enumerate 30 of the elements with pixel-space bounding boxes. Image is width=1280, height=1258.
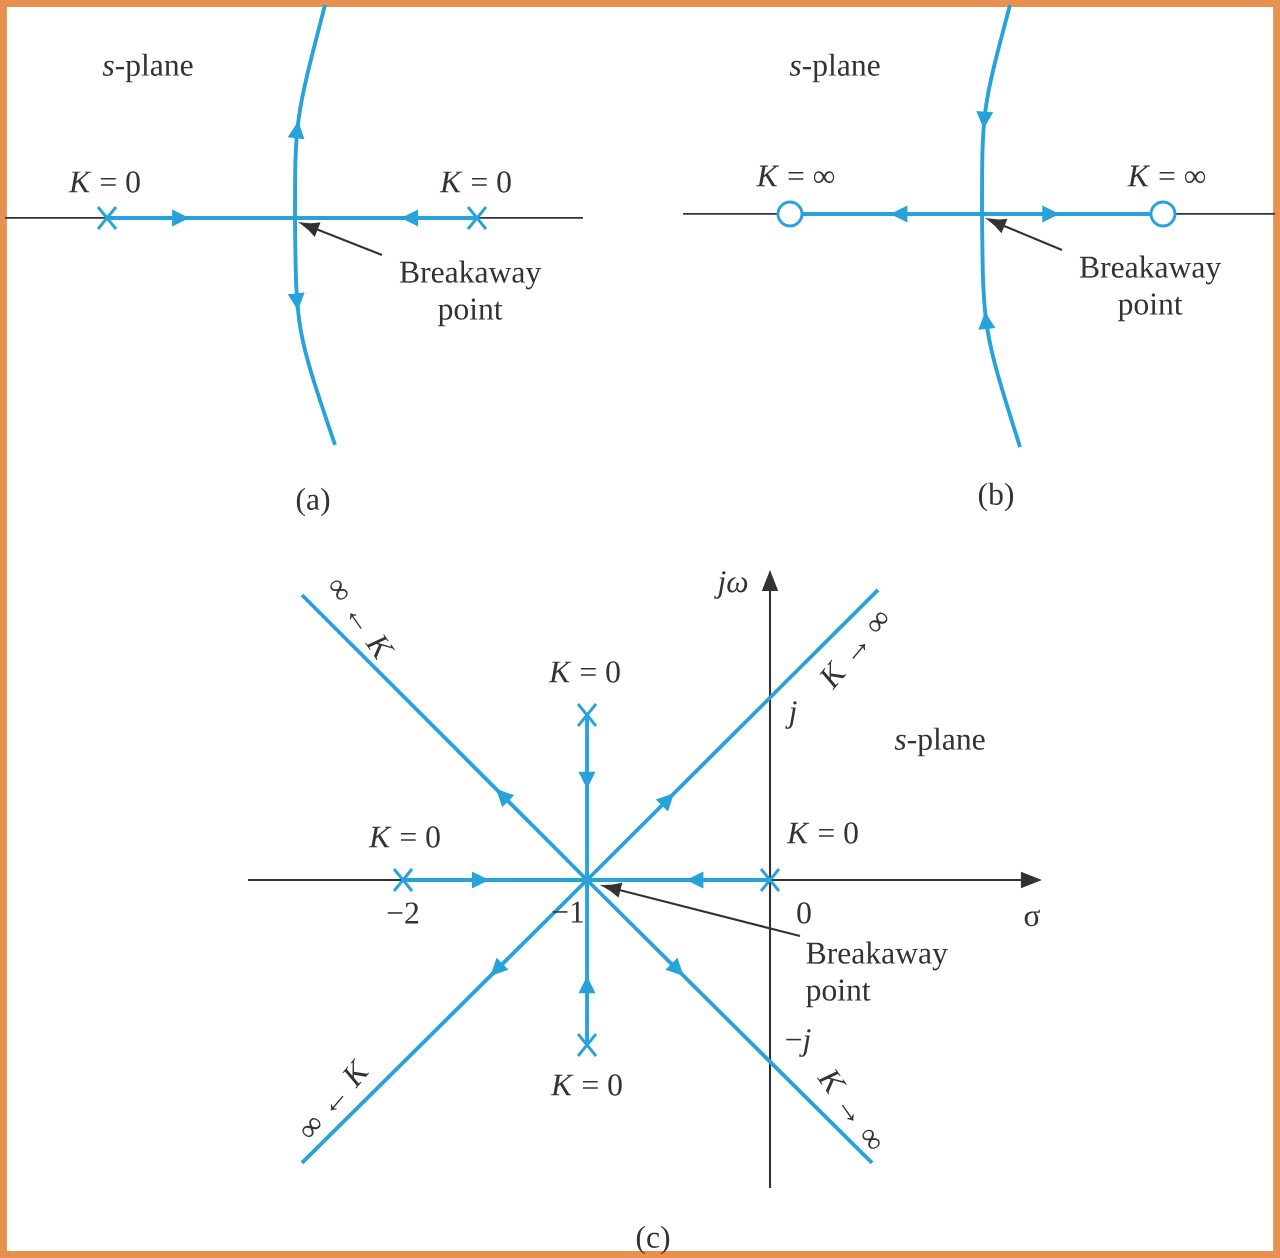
plane-label: s-plane — [102, 53, 193, 83]
panel-caption: (b) — [978, 482, 1014, 512]
gain-label: K = 0 — [439, 171, 511, 193]
tick-label: −2 — [387, 902, 419, 924]
gain-label: K = ∞ — [1127, 165, 1206, 187]
breakaway-label: Breakaway point — [1079, 255, 1222, 322]
tick-label: −j — [786, 1029, 811, 1057]
panel-caption: (c) — [636, 1225, 670, 1255]
gain-label: K = 0 — [68, 171, 140, 193]
gain-label: K = 0 — [368, 826, 440, 848]
axis-label: σ — [1024, 909, 1041, 927]
panel-caption: (a) — [296, 487, 330, 517]
asymptote-label: K → ∞ — [816, 1068, 880, 1149]
gain-label: K = 0 — [548, 661, 620, 683]
gain-label: K = 0 — [550, 1074, 622, 1096]
asymptote-label: K → ∞ — [819, 612, 888, 691]
gain-label: K = ∞ — [756, 165, 835, 187]
breakaway-label: Breakaway point — [806, 941, 948, 1008]
asymptote-label: ∞ ← K — [330, 580, 395, 660]
tick-label: 0 — [797, 902, 811, 924]
asymptote-label: ∞ ← K — [302, 1057, 370, 1137]
plane-label: s-plane — [789, 53, 880, 83]
breakaway-label: Breakaway point — [399, 260, 542, 327]
gain-label: K = 0 — [786, 822, 858, 844]
leader-line — [301, 222, 383, 256]
leader-line — [987, 218, 1063, 251]
plane-label: s-plane — [894, 727, 985, 757]
leader-line — [603, 883, 801, 938]
axis-label: jω — [714, 571, 748, 599]
tick-label: j — [785, 701, 797, 729]
